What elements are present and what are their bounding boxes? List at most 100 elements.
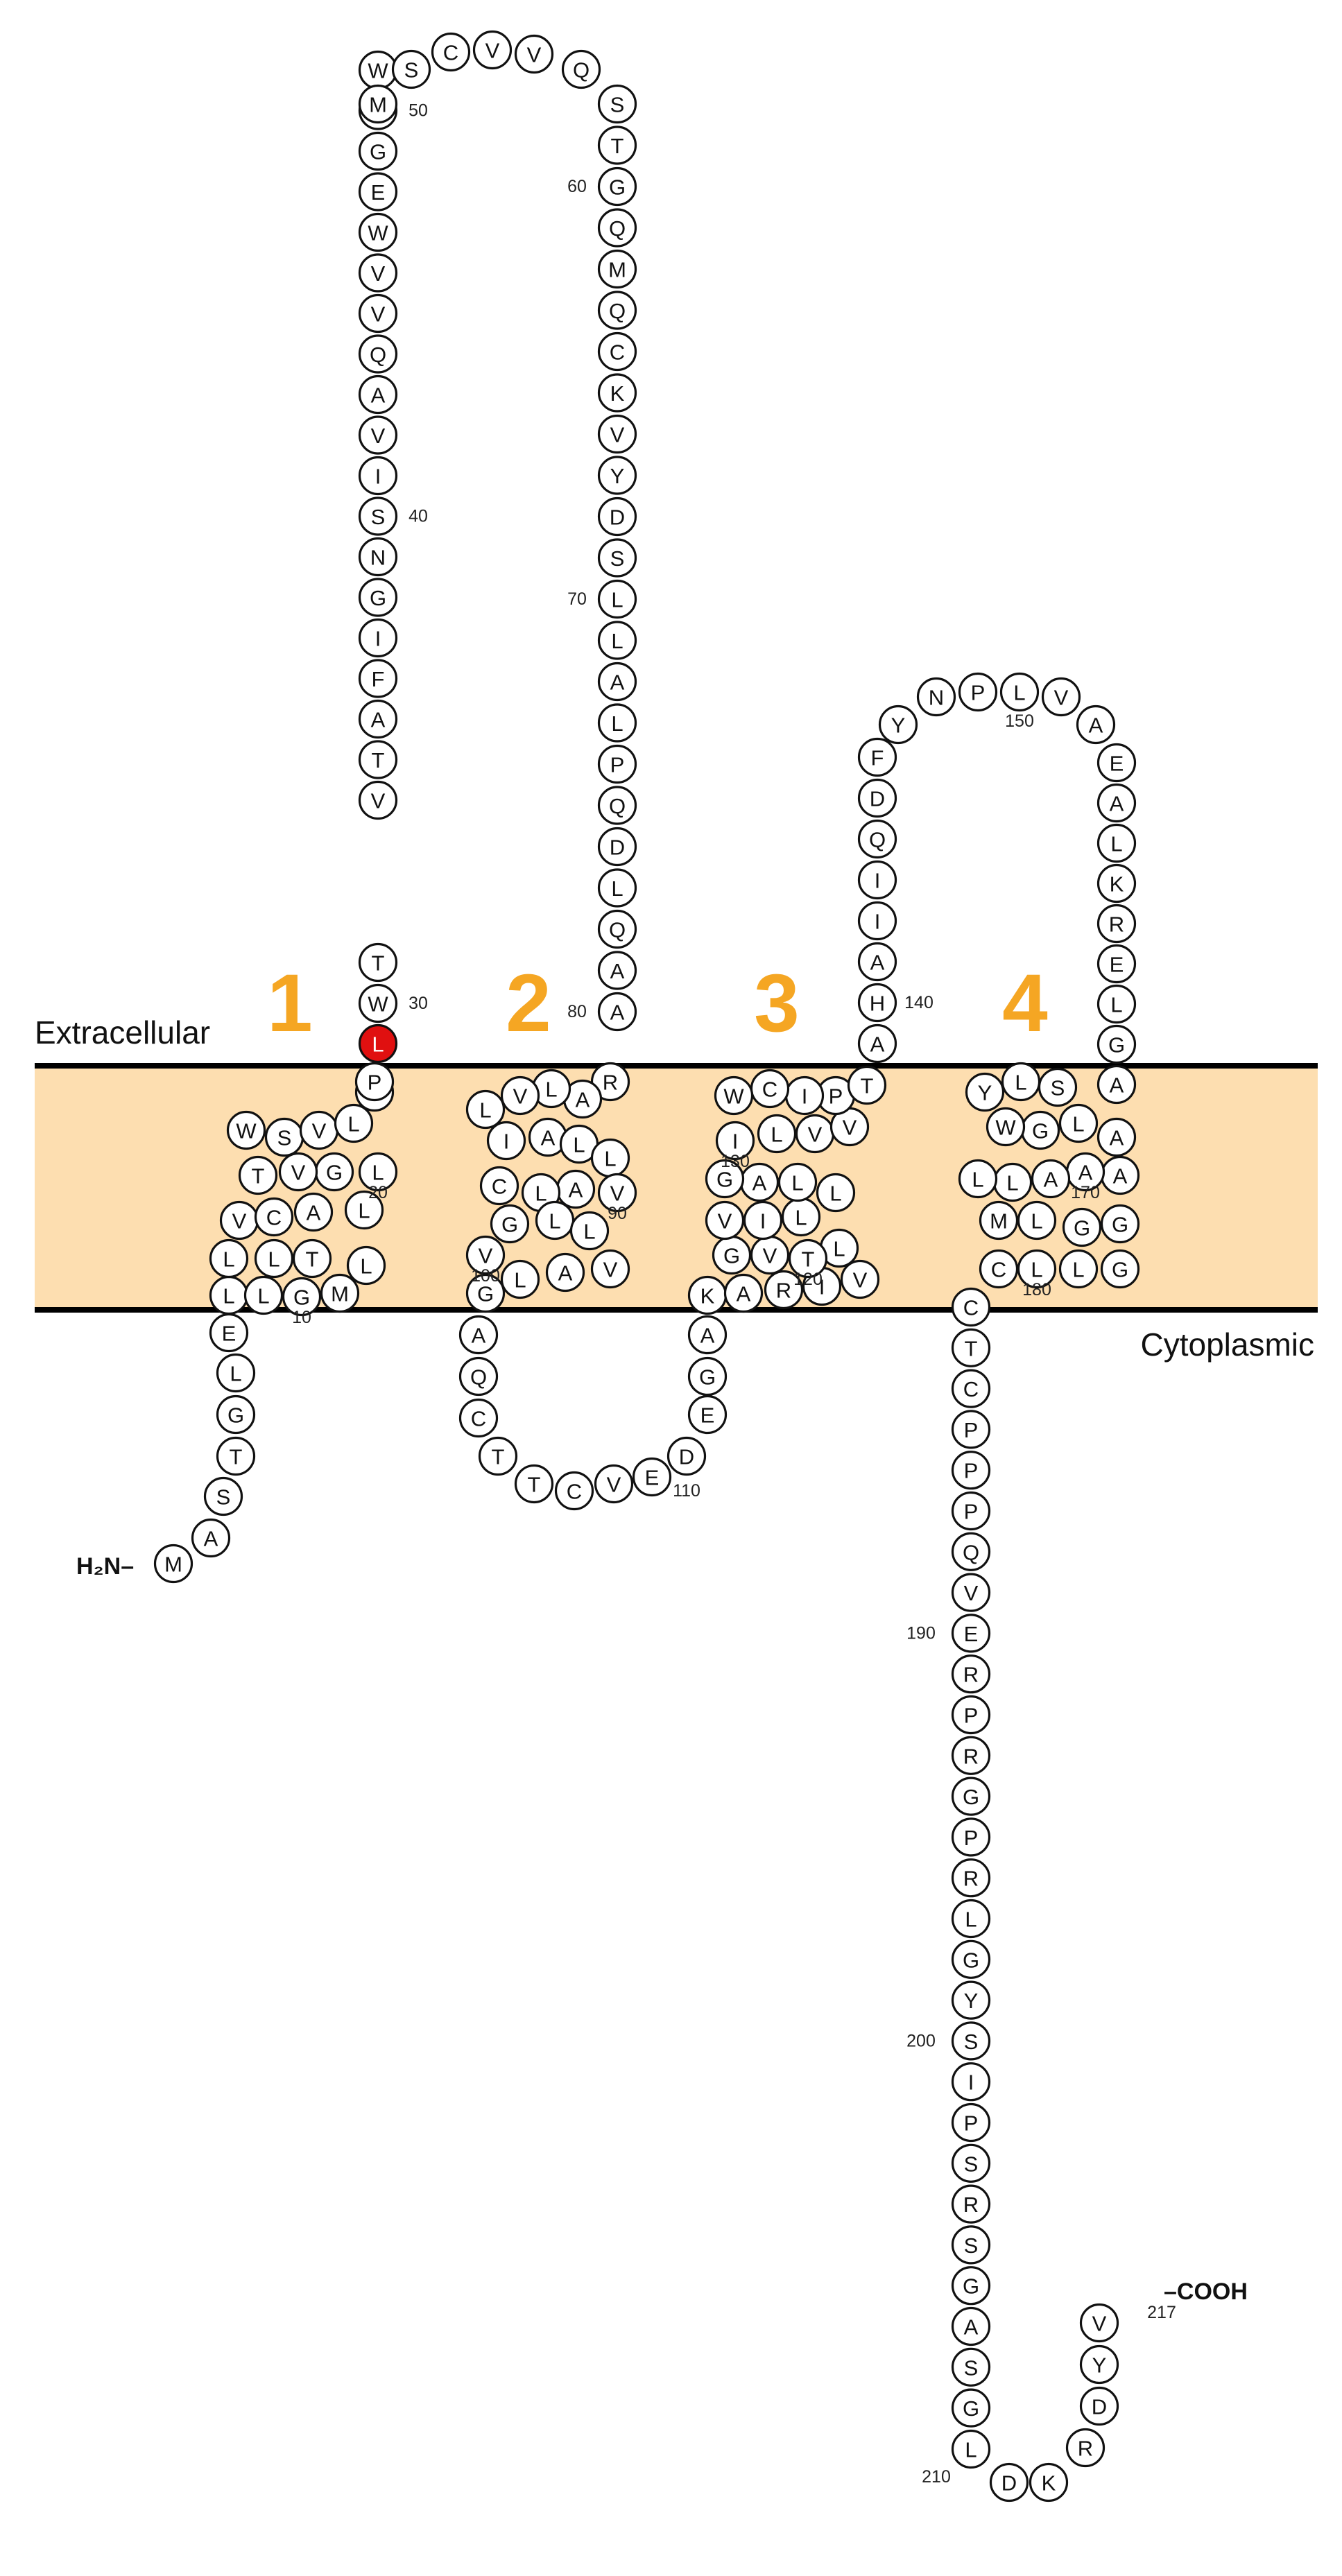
position-label-40: 40 <box>408 507 428 526</box>
residue-15: L <box>209 1238 249 1279</box>
residue-circle <box>209 1238 249 1279</box>
residue-184: C <box>951 1369 991 1408</box>
residue-circle <box>951 2347 991 2387</box>
residue-letter: P <box>971 681 986 705</box>
residue-letter: A <box>371 383 386 408</box>
residue-circle <box>1001 1062 1041 1102</box>
residue-82: A <box>562 1079 603 1119</box>
residue-circle <box>597 703 637 743</box>
residue-letter: R <box>963 1663 979 1687</box>
residue-letter: G <box>963 2274 979 2299</box>
residue-circle <box>486 1121 526 1161</box>
residue-169: A <box>1100 1155 1140 1195</box>
residue-165: L <box>1058 1103 1099 1143</box>
residue-circle <box>951 1736 991 1775</box>
position-label-180: 180 <box>1022 1280 1051 1299</box>
residue-letter: T <box>372 748 385 772</box>
residue-41: I <box>358 456 398 496</box>
residue-33: V <box>358 780 398 820</box>
residue-75: Q <box>597 786 637 825</box>
residue-letter: A <box>576 1088 590 1112</box>
residue-circle <box>358 983 398 1023</box>
residue-letter: G <box>963 2396 979 2421</box>
residue-93: C <box>479 1166 519 1206</box>
residue-letter: K <box>610 381 625 406</box>
residue-circle <box>857 983 897 1023</box>
residue-179: L <box>1058 1249 1099 1289</box>
residue-circle <box>465 1235 506 1275</box>
residue-circle <box>847 1065 887 1105</box>
position-label-90: 90 <box>608 1204 627 1223</box>
residue-90: V <box>597 1173 637 1213</box>
residue-letter: C <box>610 340 625 365</box>
residue-letter: V <box>610 423 625 447</box>
residue-circle <box>597 456 637 495</box>
residue-letter: R <box>1078 2437 1093 2461</box>
residue-letter: T <box>802 1247 815 1272</box>
residue-circle <box>561 49 601 89</box>
residue-circle <box>1017 1249 1057 1289</box>
residue-letter: A <box>752 1171 767 1195</box>
residue-circle <box>777 1162 818 1202</box>
residue-circle <box>1079 2386 1119 2426</box>
residue-circle <box>358 618 398 658</box>
residue-188: Q <box>951 1532 991 1571</box>
residue-7: E <box>209 1313 249 1353</box>
residue-182: C <box>951 1287 991 1327</box>
residue-letter: D <box>610 836 625 860</box>
residue-213: R <box>1065 2428 1106 2468</box>
residue-letter: Q <box>869 828 886 852</box>
residue-circle <box>358 293 398 334</box>
residue-letter: Q <box>609 794 626 818</box>
residue-letter: G <box>501 1213 518 1237</box>
residue-letter: K <box>1110 872 1124 897</box>
residue-circle <box>715 1121 755 1161</box>
residue-letter: A <box>1089 714 1103 738</box>
residue-chain: MASTGLELLGMLTLLVCALLGVTWSVLKTWLPVTAFIGNS… <box>153 30 1140 2502</box>
residue-letter: I <box>732 1130 739 1154</box>
residue-letter: L <box>604 1147 616 1171</box>
residue-letter: V <box>371 789 386 813</box>
residue-147: Y <box>878 704 918 745</box>
residue-letter: A <box>610 671 625 695</box>
residue-circle <box>358 1023 398 1064</box>
residue-letter: V <box>371 424 386 448</box>
residue-156: K <box>1096 863 1137 904</box>
residue-letter: L <box>611 711 623 736</box>
residue-circle <box>1096 1024 1137 1064</box>
residue-37: I <box>358 618 398 658</box>
position-label-110: 110 <box>673 1481 700 1501</box>
residue-186: P <box>951 1451 991 1490</box>
residue-circle <box>857 860 897 900</box>
residue-circle <box>816 1173 856 1213</box>
residue-letter: Q <box>609 299 626 323</box>
residue-letter: L <box>268 1247 279 1272</box>
residue-circle <box>1096 944 1137 984</box>
residue-circle <box>1096 823 1137 863</box>
residue-letter: M <box>369 93 387 117</box>
residue-circle <box>358 84 398 124</box>
position-label-217: 217 <box>1147 2303 1176 2322</box>
residue-circle <box>1096 863 1137 904</box>
residue-letter: L <box>791 1171 803 1195</box>
residue-circle <box>545 1252 585 1293</box>
residue-circle <box>358 659 398 698</box>
residue-109: E <box>632 1457 672 1497</box>
residue-letter: C <box>963 1296 979 1320</box>
residue-101: G <box>465 1273 506 1313</box>
residue-120: T <box>788 1238 828 1279</box>
residue-letter: Q <box>609 216 626 241</box>
residue-215: Y <box>1079 2344 1119 2385</box>
residue-circle <box>238 1155 278 1195</box>
residue-14: L <box>254 1238 294 1279</box>
residue-letter: W <box>368 221 388 245</box>
residue-164: Y <box>965 1072 1005 1112</box>
residue-letter: L <box>358 1199 370 1223</box>
residue-letter: V <box>371 261 386 286</box>
residue-circle <box>458 1398 499 1438</box>
residue-letter: D <box>679 1445 694 1469</box>
residue-circle <box>986 1107 1026 1147</box>
residue-67: Y <box>597 456 637 495</box>
residue-circle <box>951 1328 991 1367</box>
residue-letter: F <box>372 667 385 691</box>
